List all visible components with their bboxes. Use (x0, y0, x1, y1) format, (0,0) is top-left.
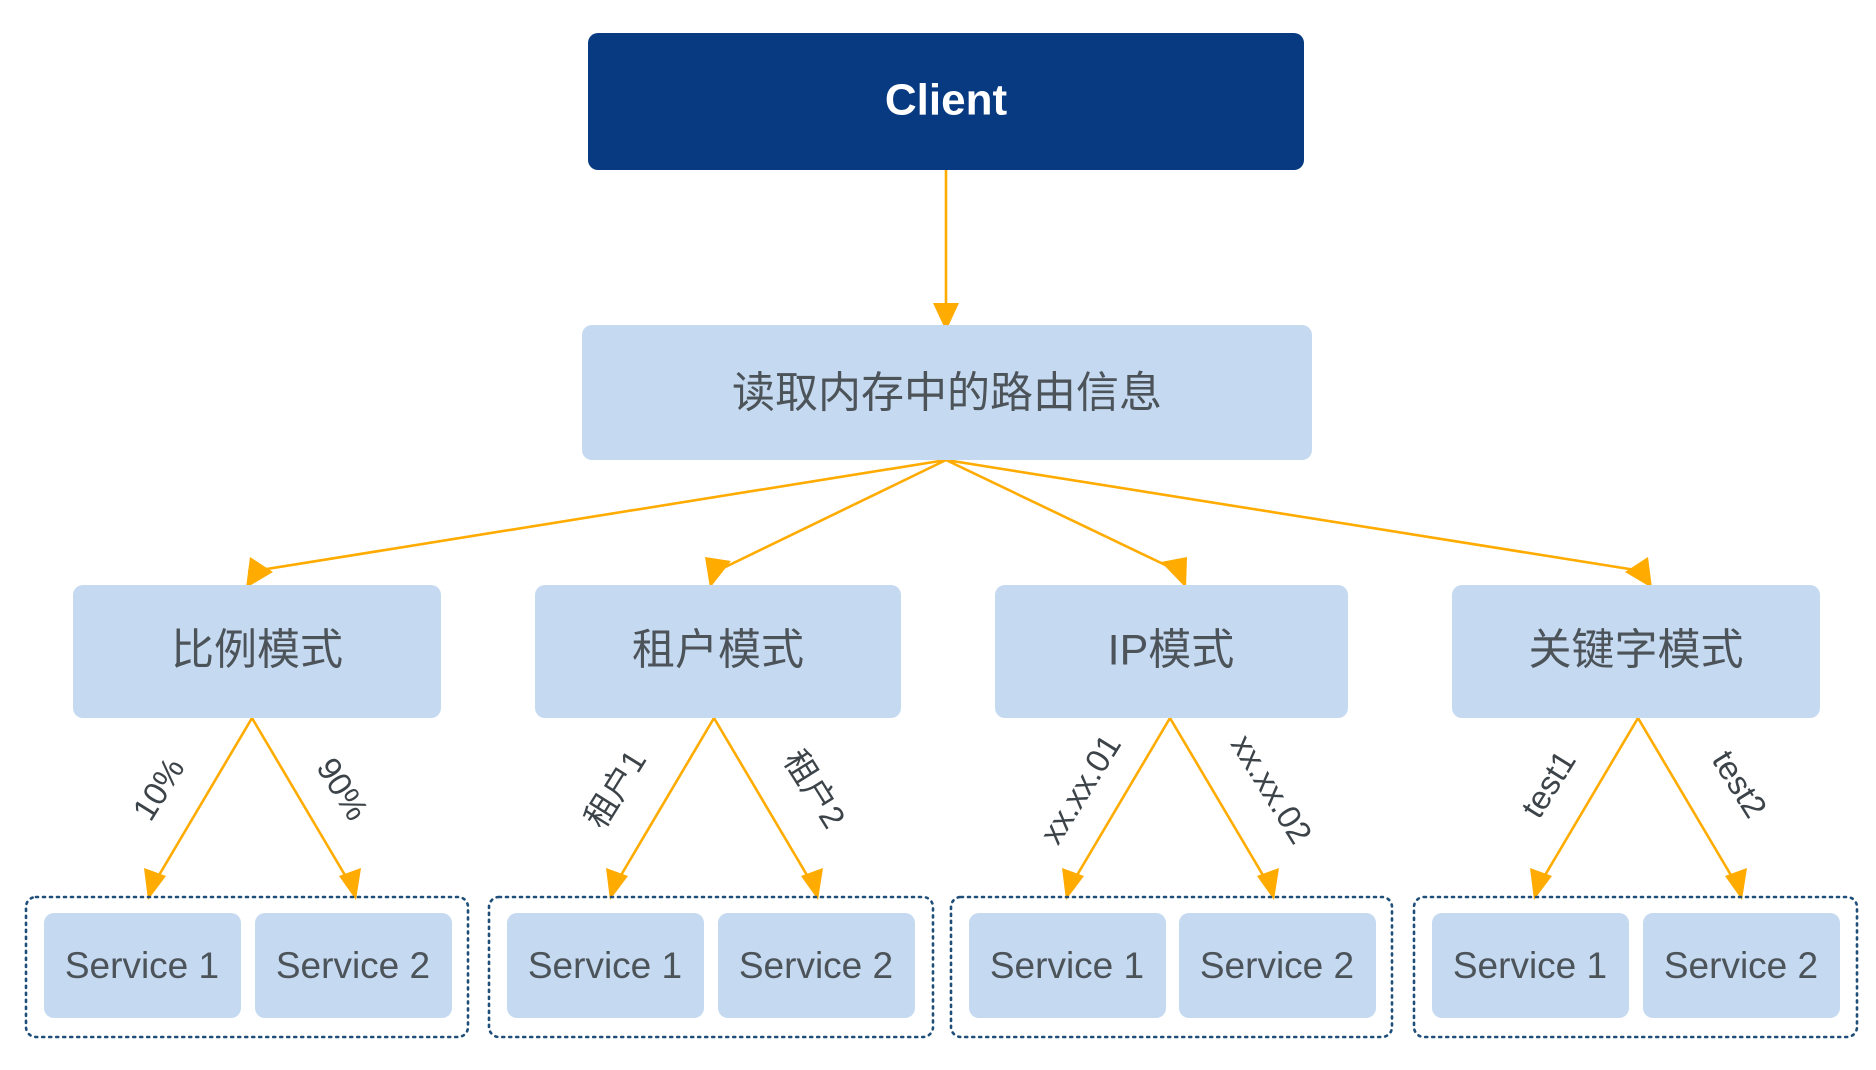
service-box-4-2[interactable] (1643, 913, 1840, 1018)
edge-mode-2-to-service-1 (606, 717, 716, 900)
node-mode-4[interactable]: 关键字模式 (1452, 585, 1820, 718)
service-box-3-1-label: Service 1 (990, 945, 1144, 986)
edge-mode-4-to-service-1 (1530, 717, 1640, 900)
service-box-1-1-label: Service 1 (65, 945, 219, 986)
edge-label-mode-4-left: test1 (1514, 744, 1583, 824)
edge-mode-4-to-service-2 (1636, 717, 1747, 900)
service-group-3: Service 1 Service 2 (949, 895, 1394, 1039)
service-box-3-1[interactable] (969, 913, 1166, 1018)
service-box-1-1[interactable] (44, 913, 241, 1018)
node-mode-3[interactable]: IP模式 (995, 585, 1348, 718)
node-client[interactable]: Client (588, 33, 1304, 170)
service-box-3-2-label: Service 2 (1200, 945, 1354, 986)
edge-client-to-router (933, 170, 959, 331)
edge-router-to-mode-4 (945, 458, 1652, 588)
node-router-label: 读取内存中的路由信息 (732, 369, 1162, 417)
service-group-1: Service 1 Service 2 (24, 895, 470, 1039)
node-mode-3-label: IP模式 (1108, 626, 1235, 674)
edge-router-to-mode-3 (945, 458, 1187, 588)
node-mode-4-label: 关键字模式 (1529, 626, 1744, 674)
edge-label-mode-2-left: 租户1 (577, 743, 653, 834)
edge-label-mode-1-right: 90% (310, 751, 376, 827)
service-group-3-border (949, 895, 1394, 1039)
service-group-4-border (1412, 895, 1859, 1039)
service-box-1-2-label: Service 2 (276, 945, 430, 986)
service-box-2-2[interactable] (718, 913, 915, 1018)
edge-label-mode-1-left: 10% (125, 751, 191, 827)
node-mode-1[interactable]: 比例模式 (73, 585, 441, 718)
node-mode-1-label: 比例模式 (171, 626, 343, 674)
service-group-2: Service 1 Service 2 (487, 895, 935, 1039)
edge-mode-2-to-service-2 (712, 717, 823, 900)
edge-label-mode-2-right: 租户2 (777, 743, 853, 834)
service-box-2-1[interactable] (507, 913, 704, 1018)
service-group-2-border (487, 895, 935, 1039)
edge-mode-3-to-service-2 (1168, 717, 1279, 900)
service-box-3-2[interactable] (1179, 913, 1376, 1018)
service-group-1-border (24, 895, 470, 1039)
node-mode-2[interactable]: 租户模式 (535, 585, 901, 718)
edge-mode-1-to-service-1 (144, 717, 254, 900)
edge-label-mode-3-left: xx.xx.01 (1032, 728, 1128, 850)
service-group-4: Service 1 Service 2 (1412, 895, 1859, 1039)
node-router[interactable]: 读取内存中的路由信息 (582, 325, 1312, 460)
service-box-4-1[interactable] (1432, 913, 1629, 1018)
service-box-4-2-label: Service 2 (1664, 945, 1818, 986)
service-box-1-2[interactable] (255, 913, 452, 1018)
service-box-2-2-label: Service 2 (739, 945, 893, 986)
service-box-4-1-label: Service 1 (1453, 945, 1607, 986)
edge-mode-3-to-service-1 (1062, 717, 1172, 900)
node-mode-2-label: 租户模式 (632, 626, 804, 674)
edge-mode-1-to-service-2 (250, 717, 361, 900)
edge-label-mode-4-right: test2 (1705, 744, 1774, 824)
node-client-label: Client (885, 76, 1008, 125)
edge-router-to-mode-1 (246, 458, 947, 588)
edge-router-to-mode-2 (705, 458, 947, 588)
service-box-2-1-label: Service 1 (528, 945, 682, 986)
